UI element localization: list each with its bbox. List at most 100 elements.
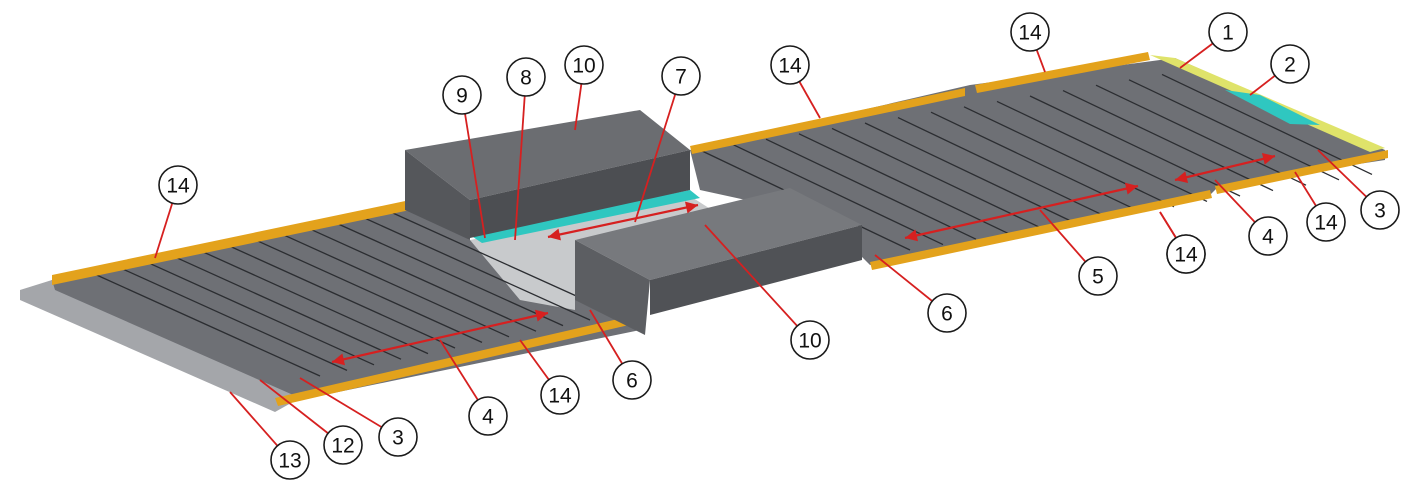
callout-circle	[540, 375, 580, 415]
teal-strip-2	[1225, 90, 1320, 125]
callout-c6a: 6	[927, 293, 967, 333]
callout-number: 4	[482, 406, 494, 429]
callout-c6b: 6	[612, 360, 652, 400]
travel-arrow	[904, 182, 1139, 242]
plank-seam	[1029, 95, 1241, 197]
callout-circle	[612, 360, 652, 400]
front-box-left	[575, 240, 650, 335]
leader-line	[514, 76, 527, 241]
plank-seam	[831, 127, 1043, 229]
back-box-top	[405, 110, 690, 200]
callout-number: 10	[572, 55, 595, 78]
callout-number: 13	[278, 450, 301, 473]
front-box-front	[650, 225, 862, 315]
callout-circle	[1306, 202, 1346, 242]
plank-seam	[765, 138, 977, 240]
callout-number: 3	[1374, 200, 1386, 223]
callout-number: 14	[1314, 212, 1338, 235]
callout-c10a: 10	[564, 45, 604, 85]
teal-inlays	[470, 90, 1320, 243]
edge-strip-13	[20, 280, 300, 412]
callout-c9: 9	[442, 75, 482, 115]
rail-right-front	[870, 190, 1212, 270]
back-box-face	[470, 150, 690, 238]
callout-c2: 2	[1270, 44, 1310, 84]
plank-seam	[359, 215, 591, 321]
callout-c4b: 4	[468, 396, 508, 436]
front-box	[575, 188, 862, 335]
callout-circle	[661, 56, 701, 96]
callout-number: 6	[626, 370, 638, 393]
callout-number: 9	[456, 85, 468, 108]
callout-number: 7	[675, 66, 687, 89]
plank-seam	[930, 111, 1142, 213]
side-rails	[52, 52, 1388, 406]
callout-number: 2	[1284, 54, 1296, 77]
callout-c14b: 14	[770, 45, 810, 85]
callout-circle	[790, 320, 830, 360]
plank-seam	[1128, 79, 1340, 181]
callout-number: 14	[548, 385, 572, 408]
plank-seams	[89, 73, 1373, 377]
callout-number: 10	[798, 330, 821, 353]
arrow-head	[548, 228, 561, 241]
callout-number: 12	[331, 435, 354, 458]
back-box	[405, 110, 690, 240]
callout-c13: 13	[270, 440, 310, 480]
callout-circle	[1248, 216, 1288, 256]
plank-seam	[864, 122, 1076, 224]
callout-circle	[158, 165, 198, 205]
leader-line	[704, 224, 811, 341]
callout-c3a: 3	[1360, 190, 1400, 230]
front-box-top	[575, 188, 862, 280]
callout-c3b: 3	[378, 417, 418, 457]
arrow-shaft	[1174, 154, 1276, 182]
callout-c8: 8	[506, 57, 546, 97]
plank-seam	[1161, 73, 1373, 175]
arrow-shaft	[331, 311, 549, 364]
plank-seam	[732, 144, 944, 246]
callout-number: 3	[392, 427, 404, 450]
callout-c14f: 14	[540, 375, 580, 415]
plank-seam	[1062, 90, 1274, 192]
rail-right-back-a	[690, 88, 965, 154]
callout-c14e: 14	[1306, 202, 1346, 242]
plank-seam	[197, 249, 429, 355]
callout-c12: 12	[323, 425, 363, 465]
arrow-head	[1124, 182, 1138, 195]
callout-c4a: 4	[1248, 216, 1288, 256]
arrow-head	[685, 201, 698, 214]
leader-line	[461, 94, 486, 239]
callout-number: 4	[1262, 226, 1274, 249]
callout-circle	[1078, 256, 1118, 296]
arrow-head	[534, 309, 548, 322]
arrow-head	[1261, 152, 1275, 165]
callout-c14a: 14	[1010, 12, 1050, 52]
arrow-head	[332, 353, 346, 366]
callout-number: 5	[1092, 266, 1104, 289]
rail-right-back-b	[975, 52, 1150, 93]
callout-circle	[1270, 44, 1310, 84]
callout-c1: 1	[1208, 12, 1248, 52]
callout-circle	[1208, 12, 1248, 52]
plank-seam	[89, 271, 321, 377]
callout-circle	[468, 396, 508, 436]
arrow-head	[905, 229, 919, 242]
callout-number: 14	[1018, 22, 1042, 45]
callout-circle	[1360, 190, 1400, 230]
travel-arrow	[547, 201, 699, 241]
callout-c14c: 14	[158, 165, 198, 205]
plank-seam	[996, 100, 1208, 202]
recess-floor-8	[470, 196, 712, 310]
callout-circle	[323, 425, 363, 465]
plank-seam	[278, 232, 510, 338]
callout-circle	[1166, 234, 1206, 274]
plank-seam	[332, 221, 564, 327]
callout-number: 14	[166, 175, 190, 198]
callout-c5: 5	[1078, 256, 1118, 296]
teal-strip-9	[470, 190, 700, 243]
rail-right-front-2	[1215, 150, 1388, 194]
plank-seam	[224, 243, 456, 349]
plank-seam	[305, 226, 537, 332]
plank-seam	[798, 133, 1010, 235]
